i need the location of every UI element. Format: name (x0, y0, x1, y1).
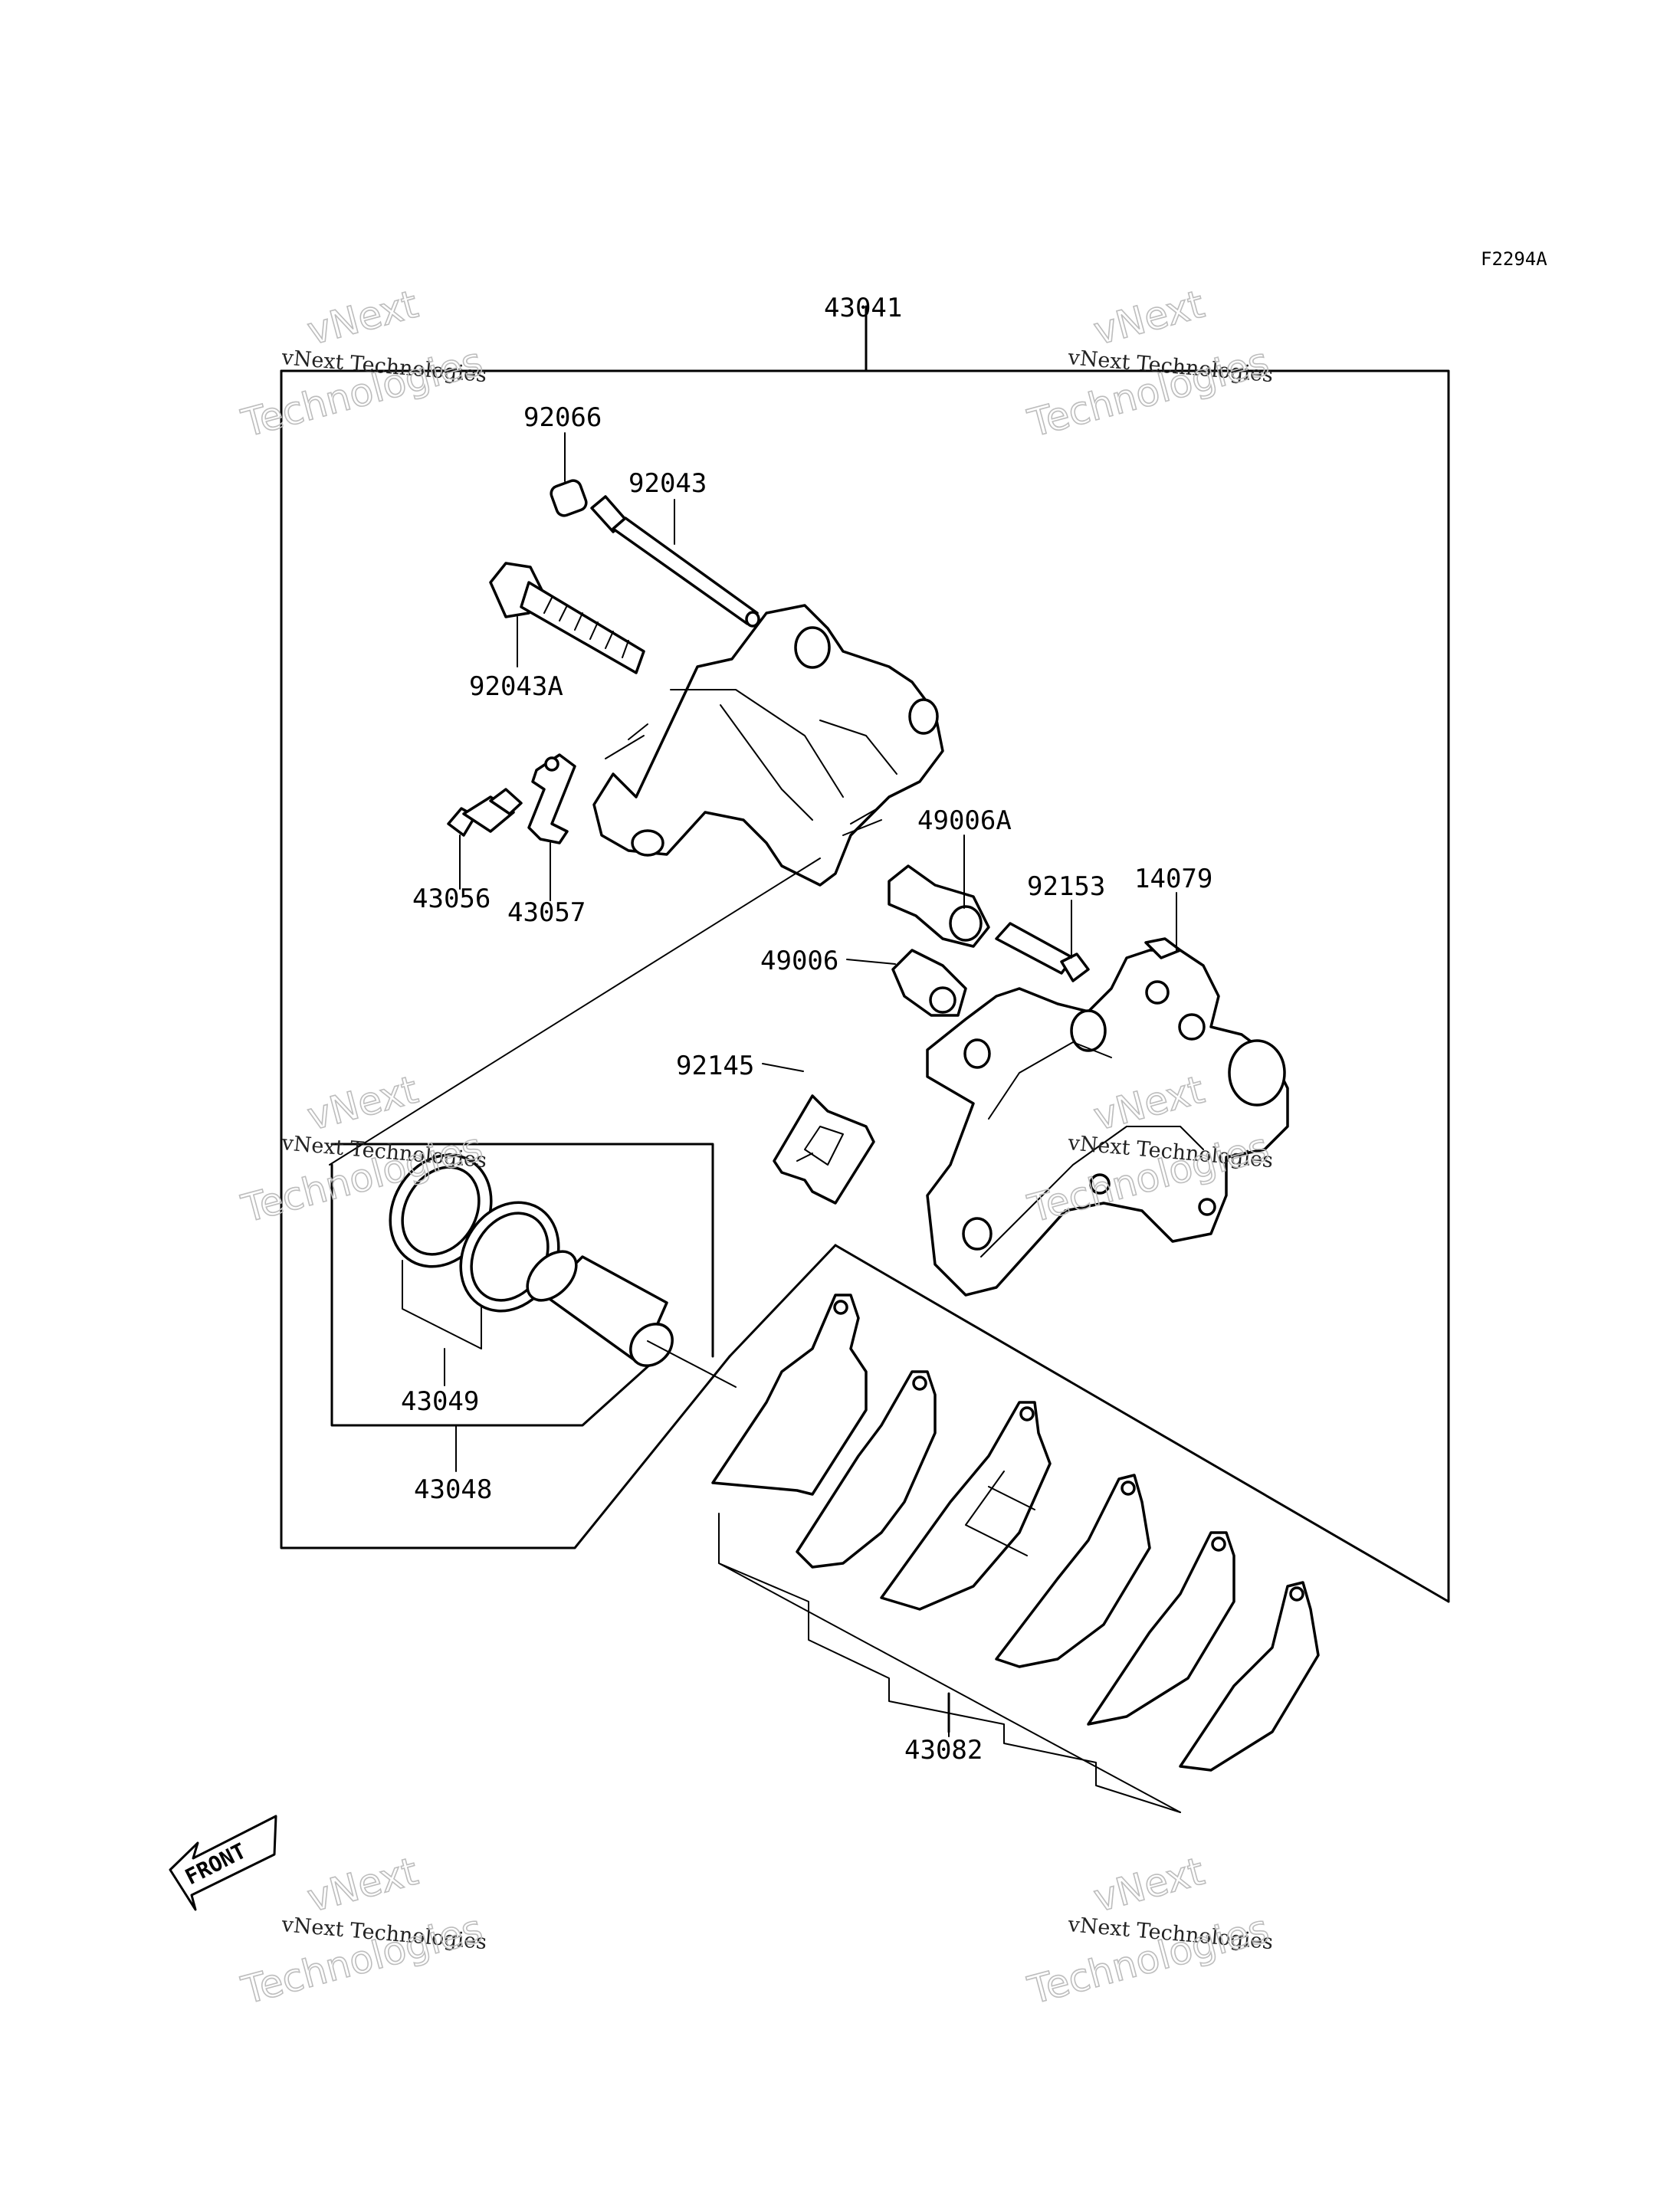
label-43082: 43082 (904, 1735, 983, 1766)
label-49006: 49006 (760, 946, 838, 976)
label-43041: 43041 (824, 293, 902, 323)
watermark-1: vNext vNext Technologies Technologies (236, 281, 487, 447)
label-92043A: 92043A (469, 671, 563, 702)
svg-text:vNext: vNext (1089, 1849, 1209, 1921)
guide-pin-92043-drawing (590, 495, 760, 628)
svg-text:vNext: vNext (303, 282, 422, 354)
boot-49006A-drawing (888, 864, 990, 948)
watermark-2: vNext vNext Technologies Technologies (1022, 281, 1274, 447)
bleeder-cap-43057-drawing (527, 723, 648, 844)
figure-code: F2294A (1481, 248, 1547, 270)
watermark-6: vNext vNext Technologies Technologies (1022, 1848, 1274, 2014)
boot-49006-drawing (891, 949, 967, 1017)
label-43048: 43048 (414, 1474, 492, 1505)
label-43049: 43049 (401, 1386, 479, 1417)
label-14079: 14079 (1134, 864, 1212, 894)
svg-text:vNext: vNext (303, 1849, 422, 1921)
label-49006A: 49006A (917, 805, 1012, 836)
label-92145: 92145 (676, 1051, 754, 1081)
label-92153: 92153 (1027, 871, 1105, 902)
caliper-bracket-drawing (592, 604, 944, 887)
bleeder-valve-43056-drawing (447, 788, 523, 837)
seal-kit-outline-43048 (330, 1143, 714, 1427)
svg-text:vNext: vNext (303, 1067, 422, 1139)
leader-lines (329, 432, 1177, 1737)
label-43057: 43057 (507, 897, 586, 928)
label-43056: 43056 (412, 884, 491, 914)
pad-spring-92145-drawing (773, 1094, 875, 1205)
label-92066: 92066 (523, 402, 602, 433)
assembly-outline-43041 (280, 305, 1450, 1603)
piston-drawing (526, 1250, 674, 1367)
piston-seals-43049-drawing (389, 1153, 560, 1313)
brake-pads-43082-drawing (711, 1294, 1320, 1772)
cap-92066-drawing (550, 479, 588, 517)
caliper-body-drawing (926, 937, 1289, 1297)
part-labels: 43041 92066 92043 92043A 43056 43057 490… (401, 293, 1212, 1766)
label-92043: 92043 (628, 468, 707, 499)
pad-outline-43082 (718, 1244, 1450, 1813)
bolt-92153-drawing (995, 922, 1090, 982)
watermark-5: vNext vNext Technologies Technologies (236, 1848, 487, 2014)
svg-text:vNext: vNext (1089, 282, 1209, 354)
bolt-92043A-drawing (489, 562, 645, 674)
front-direction-arrow: FRONT (169, 1815, 277, 1911)
